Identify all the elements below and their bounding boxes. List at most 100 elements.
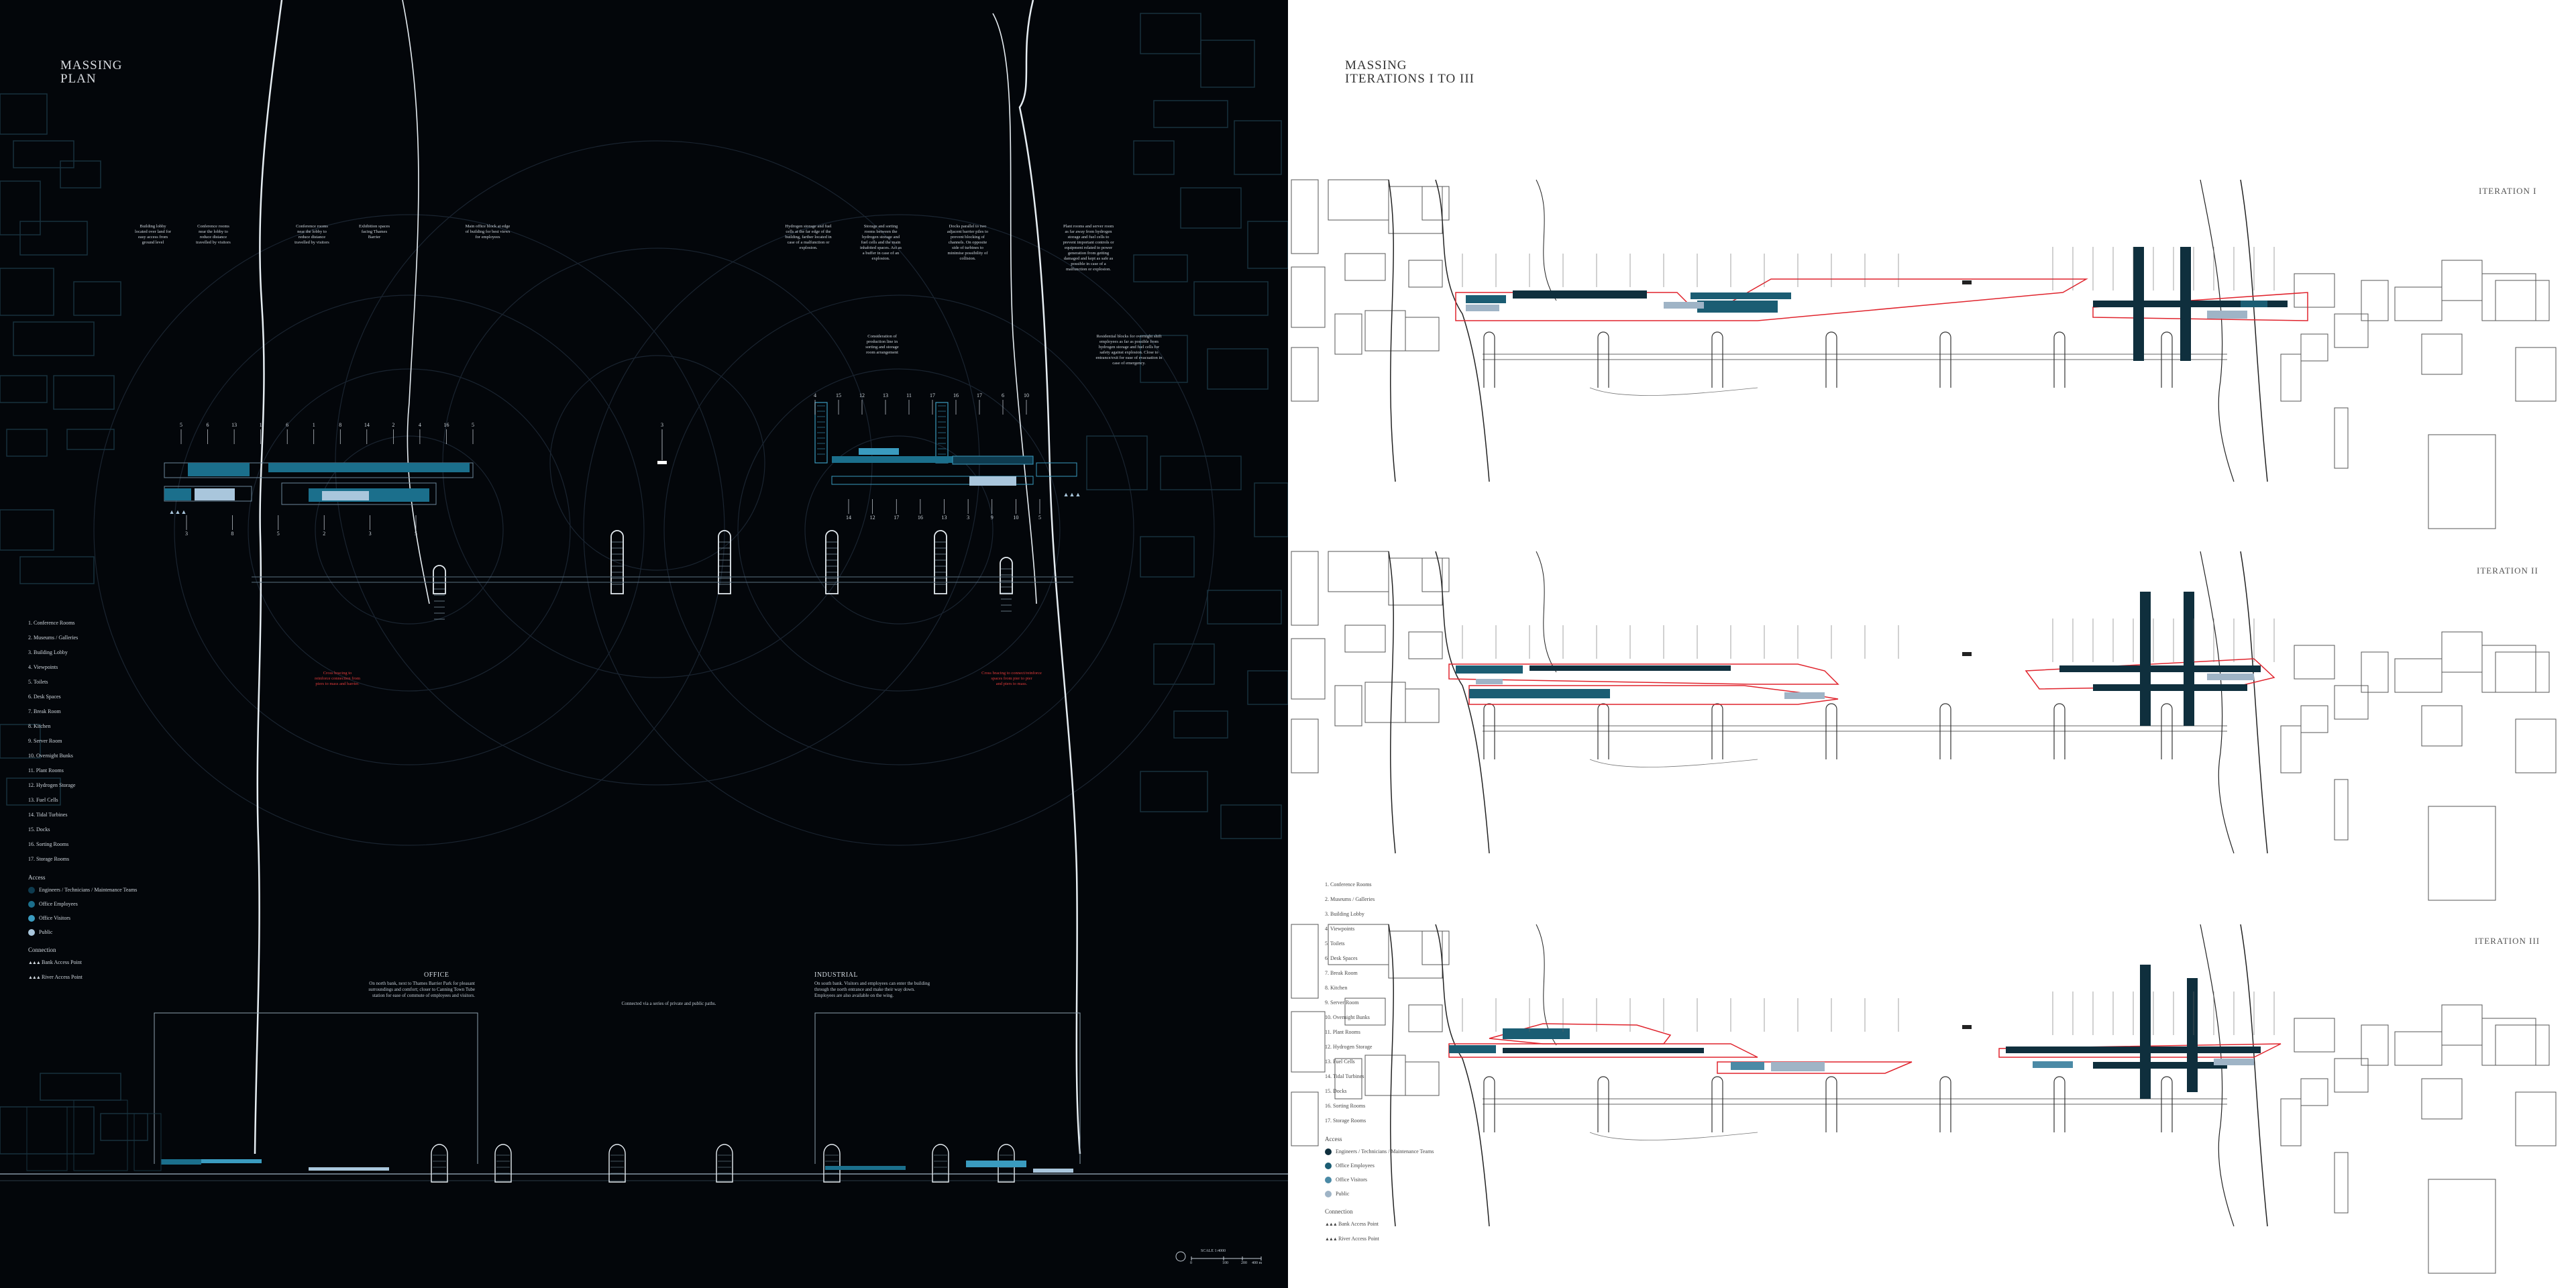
- room-number: 4: [419, 422, 421, 428]
- barrier-pier: [2161, 1076, 2173, 1132]
- mass-tower: [2140, 965, 2151, 1099]
- context-building: [2394, 1031, 2443, 1066]
- barrier-pier: [825, 530, 839, 594]
- mass-lobby: [164, 488, 191, 500]
- massing-boundary: [1448, 663, 1839, 685]
- massing-boundary: [1468, 685, 1839, 705]
- mass-storage: [952, 455, 1034, 465]
- shoreline: [1536, 551, 1557, 673]
- context-building: [66, 429, 115, 450]
- mass-block: [2214, 1059, 2254, 1065]
- barrier-pier: [1825, 331, 1837, 388]
- mass-tower: [2133, 247, 2144, 361]
- room-number: 4: [814, 392, 816, 398]
- room-number: 6: [286, 422, 288, 428]
- annotation-residential: Residential blocks for overnight shift e…: [1095, 334, 1163, 366]
- mass-block: [2207, 674, 2254, 680]
- barrier-pier: [1711, 703, 1723, 759]
- room-number: 12: [870, 515, 875, 521]
- room-number: 11: [906, 392, 912, 398]
- context-building: [2300, 1078, 2328, 1106]
- context-building: [2495, 651, 2550, 693]
- context-ring: [248, 368, 571, 692]
- context-ring: [583, 214, 1215, 846]
- context-building: [2361, 651, 2389, 693]
- barrier-pier: [2161, 703, 2173, 759]
- mass-block: [2207, 311, 2247, 319]
- mass-outline: [281, 482, 437, 505]
- context-building: [19, 221, 88, 256]
- legend-access-item: Office Employees: [28, 897, 137, 911]
- room-number: 16: [443, 422, 449, 428]
- iterations-drawing: [1291, 179, 2557, 1274]
- legend-room-13: 13. Fuel Cells: [28, 797, 58, 803]
- access-label: Engineers / Technicians / Maintenance Te…: [39, 887, 138, 893]
- river-bank-east: [2240, 551, 2268, 854]
- context-building: [1408, 631, 1443, 659]
- section-mass: [201, 1159, 262, 1163]
- room-number: 2: [392, 422, 394, 428]
- mass-residential: [1036, 462, 1077, 477]
- river-bank-east: [2240, 924, 2268, 1227]
- annotation-hydrogen: Hydrogen storage and fuel cells at the f…: [785, 224, 832, 250]
- mass-plant-wing: [832, 456, 1033, 463]
- access-label: Office Visitors: [1336, 1177, 1367, 1183]
- context-ring: [804, 435, 994, 625]
- context-building: [6, 429, 48, 457]
- context-building: [1421, 186, 1450, 221]
- barrier-pier: [1939, 331, 1951, 388]
- legend-room-14: 14. Tidal Turbines: [28, 812, 68, 818]
- annotation-cross-bracing-east: Cross bracing to connect/reinforce space…: [981, 671, 1042, 686]
- context-ring: [315, 435, 504, 625]
- legend-access-item: Public: [1325, 1187, 1434, 1201]
- room-number: 1: [260, 422, 262, 428]
- context-building: [1133, 254, 1188, 282]
- access-title-iterations: Access: [1325, 1136, 1342, 1142]
- legend-connection-item: ▲▲▲Bank Access Point: [28, 955, 137, 970]
- context-building: [2280, 354, 2302, 402]
- mass-block: [1476, 679, 1503, 684]
- room-number: 17: [894, 515, 899, 521]
- context-building: [2421, 333, 2463, 375]
- context-building: [1291, 551, 1319, 626]
- room-number: 14: [846, 515, 851, 521]
- context-building: [2421, 1078, 2463, 1120]
- context-building: [1388, 930, 1443, 979]
- zone-industrial-title: INDUSTRIAL: [814, 971, 858, 979]
- legend-room-9: 9. Server Room: [1325, 1000, 1359, 1006]
- massing-boundary: [2025, 658, 2275, 690]
- context-building-section: [26, 1106, 68, 1171]
- context-building: [1234, 120, 1282, 175]
- context-ring: [737, 368, 1061, 692]
- context-building: [40, 1073, 121, 1101]
- context-building: [2280, 1098, 2302, 1146]
- access-color-swatch: [28, 901, 35, 908]
- context-building: [2495, 1024, 2550, 1066]
- mass-office-block: [188, 463, 250, 476]
- context-ring: [93, 214, 725, 846]
- access-label: Public: [1336, 1191, 1350, 1197]
- context-ring: [663, 294, 1134, 765]
- pier-label: 3: [661, 422, 663, 428]
- barrier-pier: [1000, 557, 1013, 594]
- context-ring: [174, 294, 645, 765]
- context-building: [73, 281, 121, 316]
- panel-title: MASSING PLAN: [60, 58, 123, 86]
- context-building: [2428, 806, 2496, 901]
- barrier-pier: [433, 565, 446, 594]
- context-building: [2394, 286, 2443, 321]
- river-bank-east: [2240, 179, 2268, 482]
- access-color-swatch: [1325, 1148, 1332, 1156]
- context-building: [1405, 688, 1440, 723]
- context-building: [1421, 557, 1450, 592]
- context-building: [2361, 1024, 2389, 1066]
- context-building: [2441, 1004, 2483, 1046]
- context-building: [1291, 1091, 1319, 1146]
- barrier-pier: [1597, 703, 1609, 759]
- context-building: [1140, 536, 1195, 578]
- walkway: [1589, 1132, 1758, 1140]
- context-building: [1364, 682, 1406, 723]
- panel-title-iterations: MASSING ITERATIONS I TO III: [1345, 58, 1474, 86]
- mass-fuel-cells: [859, 448, 899, 455]
- mass-block: [2006, 1046, 2261, 1053]
